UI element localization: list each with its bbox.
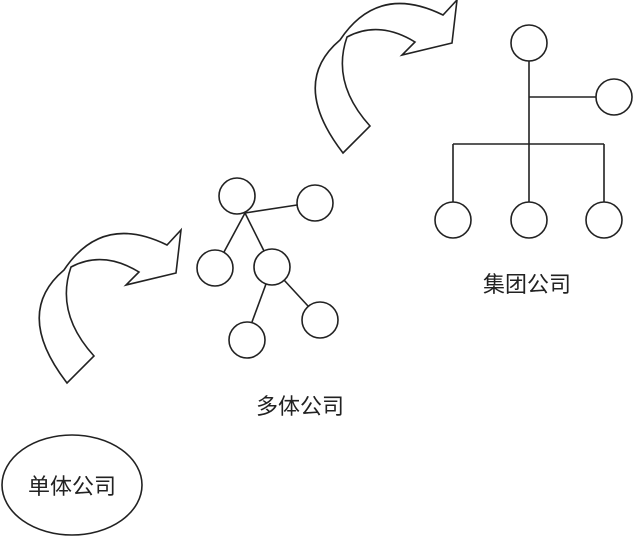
group-company-label: 集团公司 (482, 273, 572, 298)
single-company-label: 单体公司 (27, 475, 117, 500)
node (196, 249, 234, 287)
node (595, 78, 633, 116)
group-company-tree (434, 24, 633, 239)
single-company-ellipse (1, 434, 143, 536)
node (228, 321, 266, 359)
curved-arrow-2 (314, 0, 458, 155)
node (253, 248, 291, 286)
node (218, 177, 256, 215)
node (434, 201, 472, 239)
node (301, 301, 339, 339)
node (585, 201, 623, 239)
node (296, 184, 334, 222)
multi-company-label: 多体公司 (255, 395, 345, 420)
multi-company-tree (196, 177, 339, 359)
node (510, 201, 548, 239)
curved-arrow-1 (38, 227, 183, 385)
node (510, 24, 548, 62)
